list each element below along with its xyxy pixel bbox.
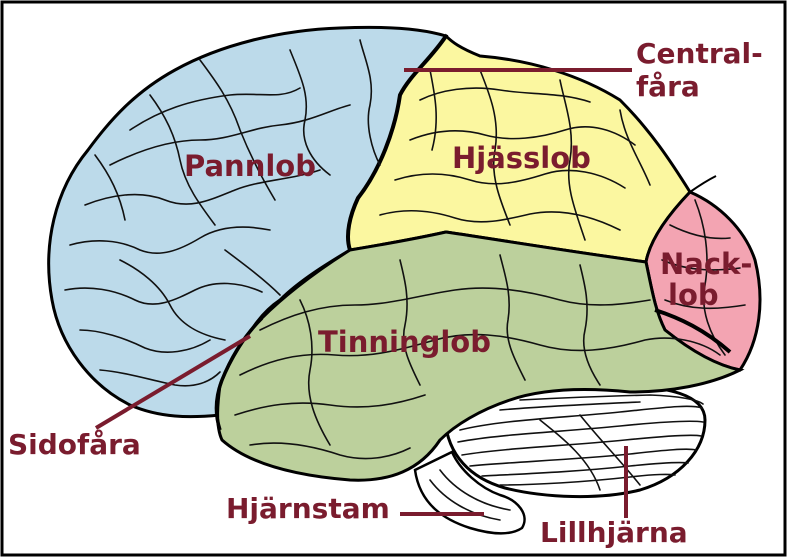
- label-occipital-lobe-line1: Nack-: [660, 247, 752, 281]
- label-brainstem: Hjärnstam: [226, 492, 390, 525]
- label-temporal-lobe: Tinninglob: [318, 325, 491, 359]
- label-central-sulcus-line1: Central-: [636, 37, 763, 70]
- label-lateral-sulcus: Sidofåra: [8, 428, 141, 461]
- label-central-sulcus-line2: fåra: [636, 70, 700, 103]
- label-frontal-lobe: Pannlob: [184, 149, 316, 183]
- label-occipital-lobe-line2: lob: [668, 278, 719, 312]
- label-parietal-lobe: Hjässlob: [452, 141, 591, 175]
- label-cerebellum: Lillhjärna: [540, 516, 688, 549]
